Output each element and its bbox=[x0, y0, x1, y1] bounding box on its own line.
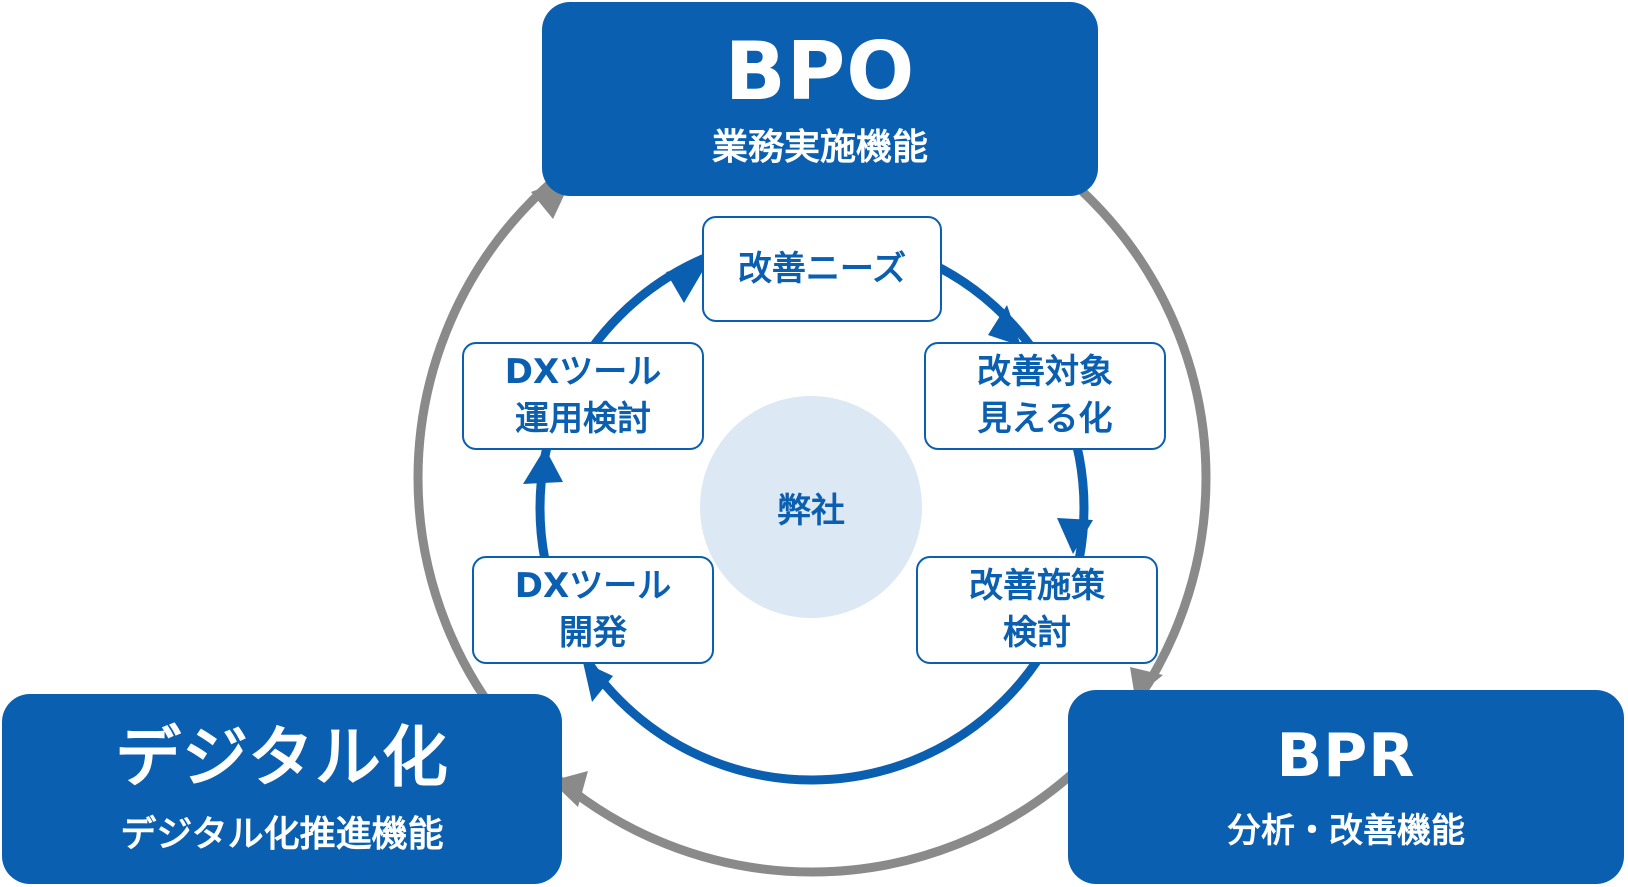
step-visualize-targets: 改善対象 見える化 bbox=[924, 342, 1166, 450]
step-improvement-needs: 改善ニーズ bbox=[702, 216, 942, 322]
step-dx-tool-development: DXツール 開発 bbox=[472, 556, 714, 664]
step-measures-line1: 改善施策 bbox=[969, 566, 1105, 607]
inner-arrow-to-ops-icon bbox=[523, 448, 563, 484]
digital-title: デジタル化 bbox=[115, 719, 449, 796]
inner-arrow-to-needs-icon bbox=[666, 262, 708, 303]
inner-arrow-to-visualize-icon bbox=[988, 305, 1021, 346]
step-dx-tool-operation: DXツール 運用検討 bbox=[462, 342, 704, 450]
step-measures-review: 改善施策 検討 bbox=[916, 556, 1158, 664]
center-company-circle: 弊社 bbox=[700, 396, 922, 618]
center-label: 弊社 bbox=[777, 490, 845, 531]
bpo-box: BPO 業務実施機能 bbox=[542, 2, 1098, 196]
inner-arrow-to-measures-icon bbox=[1057, 518, 1093, 554]
bpr-subtitle: 分析・改善機能 bbox=[1227, 811, 1465, 851]
bpr-box: BPR 分析・改善機能 bbox=[1068, 690, 1624, 884]
bpo-subtitle: 業務実施機能 bbox=[711, 127, 928, 168]
step-ops-line1: DXツール bbox=[504, 352, 662, 393]
step-visualize-line1: 改善対象 bbox=[977, 352, 1113, 393]
inner-arrow-to-dev-icon bbox=[583, 662, 613, 702]
step-measures-line2: 検討 bbox=[1003, 613, 1071, 653]
digital-box: デジタル化 デジタル化推進機能 bbox=[2, 694, 562, 884]
step-needs-label: 改善ニーズ bbox=[737, 248, 907, 289]
step-dev-line1: DXツール bbox=[514, 566, 672, 607]
bpo-title: BPO bbox=[724, 25, 916, 118]
step-visualize-line2: 見える化 bbox=[977, 399, 1113, 439]
digital-subtitle: デジタル化推進機能 bbox=[120, 814, 444, 855]
bpr-title: BPR bbox=[1276, 721, 1416, 791]
step-ops-line2: 運用検討 bbox=[515, 399, 651, 439]
step-dev-line2: 開発 bbox=[559, 613, 627, 653]
